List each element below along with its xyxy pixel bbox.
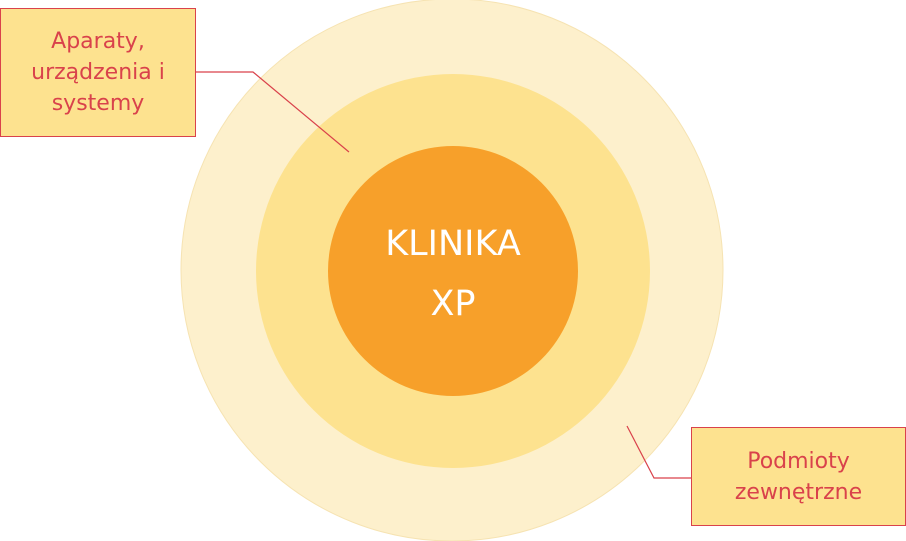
outer-ring-callout-line1: Podmioty (747, 448, 850, 474)
core-circle (328, 146, 578, 396)
outer-ring-connector (626, 425, 691, 479)
inner-ring-callout-line2: urządzenia i (31, 60, 165, 85)
outer-ring-callout-line2: zewnętrzne (734, 479, 863, 505)
inner-ring-callout-line1: Aparaty, (51, 29, 145, 54)
core-label-line1: KLINIKA (385, 224, 521, 264)
inner-ring-callout: Aparaty, urządzenia i systemy (0, 8, 196, 137)
inner-ring-callout-line3: systemy (51, 91, 145, 116)
outer-ring-callout: Podmioty zewnętrzne (691, 427, 906, 526)
inner-ring-connector (196, 71, 350, 153)
core-label-line2: XP (430, 284, 475, 324)
